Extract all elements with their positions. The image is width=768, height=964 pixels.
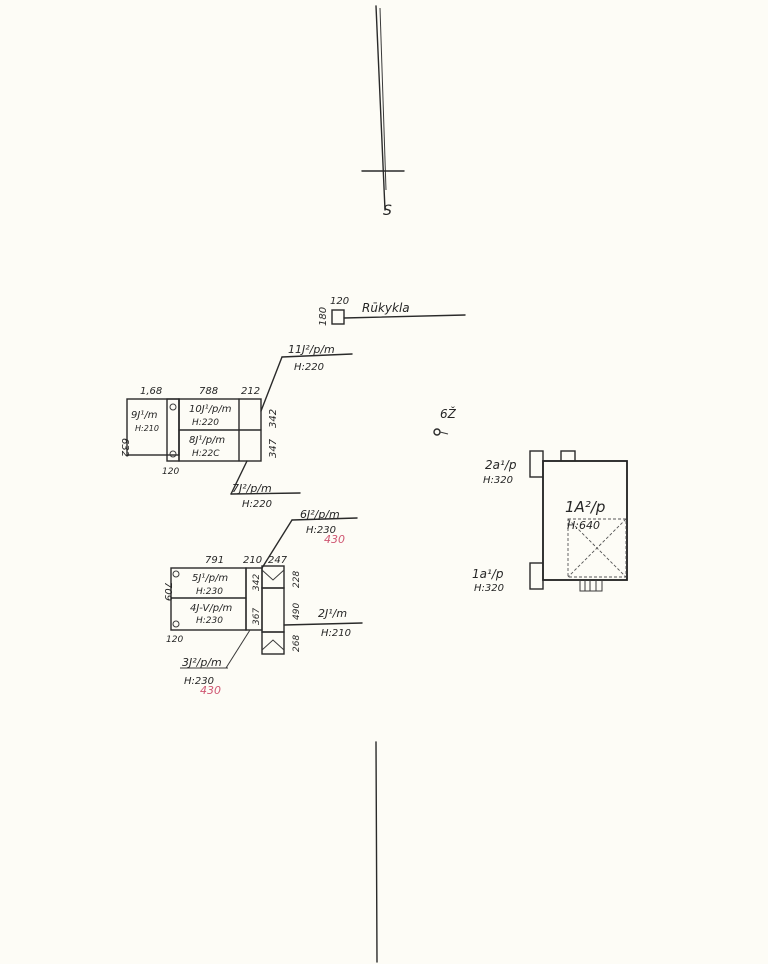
room-4-height: H:230 (196, 616, 223, 626)
hatched-area (567, 518, 627, 578)
south-building-group: 6J²/p/m H:230 430 5J¹/p/m H:230 4J-V/p/m… (162, 508, 363, 697)
south-post-bottom (172, 620, 180, 628)
smokehouse-dim-length: 180 (318, 307, 329, 326)
room-6-code: 6J²/p/m (300, 508, 340, 521)
dim-south-7: 490 (292, 603, 302, 620)
room-10-code: 10J¹/p/m (189, 404, 232, 415)
dim-north-3: 212 (241, 386, 260, 397)
smokehouse-outline (331, 309, 345, 325)
bottom-annex-height: H:320 (474, 583, 504, 594)
post-marker-bottom (169, 450, 177, 458)
dim-south-1: 791 (205, 555, 224, 566)
passage-strip (166, 398, 180, 462)
top-annex-code: 2a¹/p (485, 458, 517, 472)
dim-south-2: 210 (243, 555, 262, 566)
leader-line-7 (230, 460, 248, 495)
leader-line-3 (225, 629, 251, 669)
post-marker-top (169, 403, 177, 411)
dim-south-8: 268 (292, 635, 302, 652)
north-arrow: S (361, 5, 405, 219)
room-6-height-corrected: 430 (324, 533, 345, 546)
north-arrow-letter: S (383, 203, 392, 219)
room-5-code: 5J¹/p/m (192, 573, 228, 584)
leader-line-6 (261, 519, 293, 569)
room-2-height: H:210 (321, 628, 351, 639)
bottom-steps (579, 580, 603, 592)
well-symbol (433, 428, 441, 436)
dim-north-7: 120 (162, 467, 179, 477)
well-marker: 6Ž (433, 406, 457, 436)
dim-south-6: 367 (252, 608, 262, 625)
bottom-annex-code: 1a¹/p (472, 567, 504, 581)
well-tick (439, 431, 449, 435)
dim-south-9: 709 (162, 582, 173, 601)
south-annex-bottom (261, 631, 285, 655)
room-6-height: H:230 (306, 525, 336, 536)
main-hall-code: 1A²/p (565, 498, 605, 516)
room-9-code: 9J¹/m (131, 410, 158, 421)
south-post-top (172, 570, 180, 578)
meridian-line-bottom (375, 741, 378, 963)
room-3-height-corrected: 430 (200, 684, 221, 697)
south-annex-marks (261, 569, 285, 651)
leader-underline-2 (283, 622, 363, 626)
room-5-height: H:230 (196, 587, 223, 597)
north-arrow-shaft-inner (379, 7, 387, 191)
room-7-height: H:220 (242, 499, 272, 510)
hatch-diagonal-2 (567, 518, 627, 578)
room-4-code: 4J-V/p/m (190, 603, 232, 614)
dim-south-3: 247 (268, 555, 288, 566)
dim-south-4: 228 (292, 571, 302, 588)
room-11-height: H:220 (294, 362, 324, 373)
north-building-group: 11J²/p/m H:220 9J¹/m H:210 10J¹/p/m H:22… (119, 343, 353, 510)
top-chimney (560, 450, 576, 462)
bottom-annex-outline (529, 562, 544, 590)
room-10-height: H:220 (192, 418, 219, 428)
room-8-code: 8J¹/p/m (189, 435, 225, 446)
smokehouse-name: Rūkykla (362, 301, 410, 315)
smokehouse-leader-line (343, 314, 466, 319)
top-annex-outline (529, 450, 544, 478)
dim-north-5: 347 (268, 438, 279, 458)
room-9-height: H:210 (135, 424, 159, 433)
dim-north-2: 788 (199, 386, 218, 397)
room-3-height: H:230 (184, 676, 214, 687)
main-hall-height: H:640 (567, 519, 600, 532)
room-11-code: 11J²/p/m (288, 343, 335, 356)
south-annex-mid (261, 587, 285, 633)
dim-north-4: 342 (268, 409, 279, 428)
leader-underline-11 (281, 353, 353, 358)
leader-underline-7 (230, 492, 301, 495)
room-2-code: 2J¹/m (318, 607, 347, 620)
dim-north-6: 632 (119, 438, 130, 457)
top-annex-height: H:320 (483, 475, 513, 486)
dim-south-10: 120 (166, 635, 183, 645)
room-8-height: H:22C (192, 449, 220, 459)
room-3-code: 3J²/p/m (182, 656, 222, 669)
smokehouse-building: 120 180 Rūkykla (318, 296, 466, 326)
north-arrow-shaft (375, 5, 386, 211)
room-7-code: 7J²/p/m (232, 482, 272, 495)
leader-underline-6 (291, 517, 358, 521)
dim-south-5: 342 (252, 574, 262, 591)
well-label: 6Ž (440, 406, 457, 421)
smokehouse-dim-width: 120 (330, 296, 349, 307)
east-building: 1A²/p H:640 2a¹/p H:320 1a¹/p H:320 (472, 450, 628, 594)
leader-line-11 (260, 356, 283, 412)
dim-north-1: 1,68 (140, 386, 162, 397)
south-annex-top (261, 565, 285, 589)
